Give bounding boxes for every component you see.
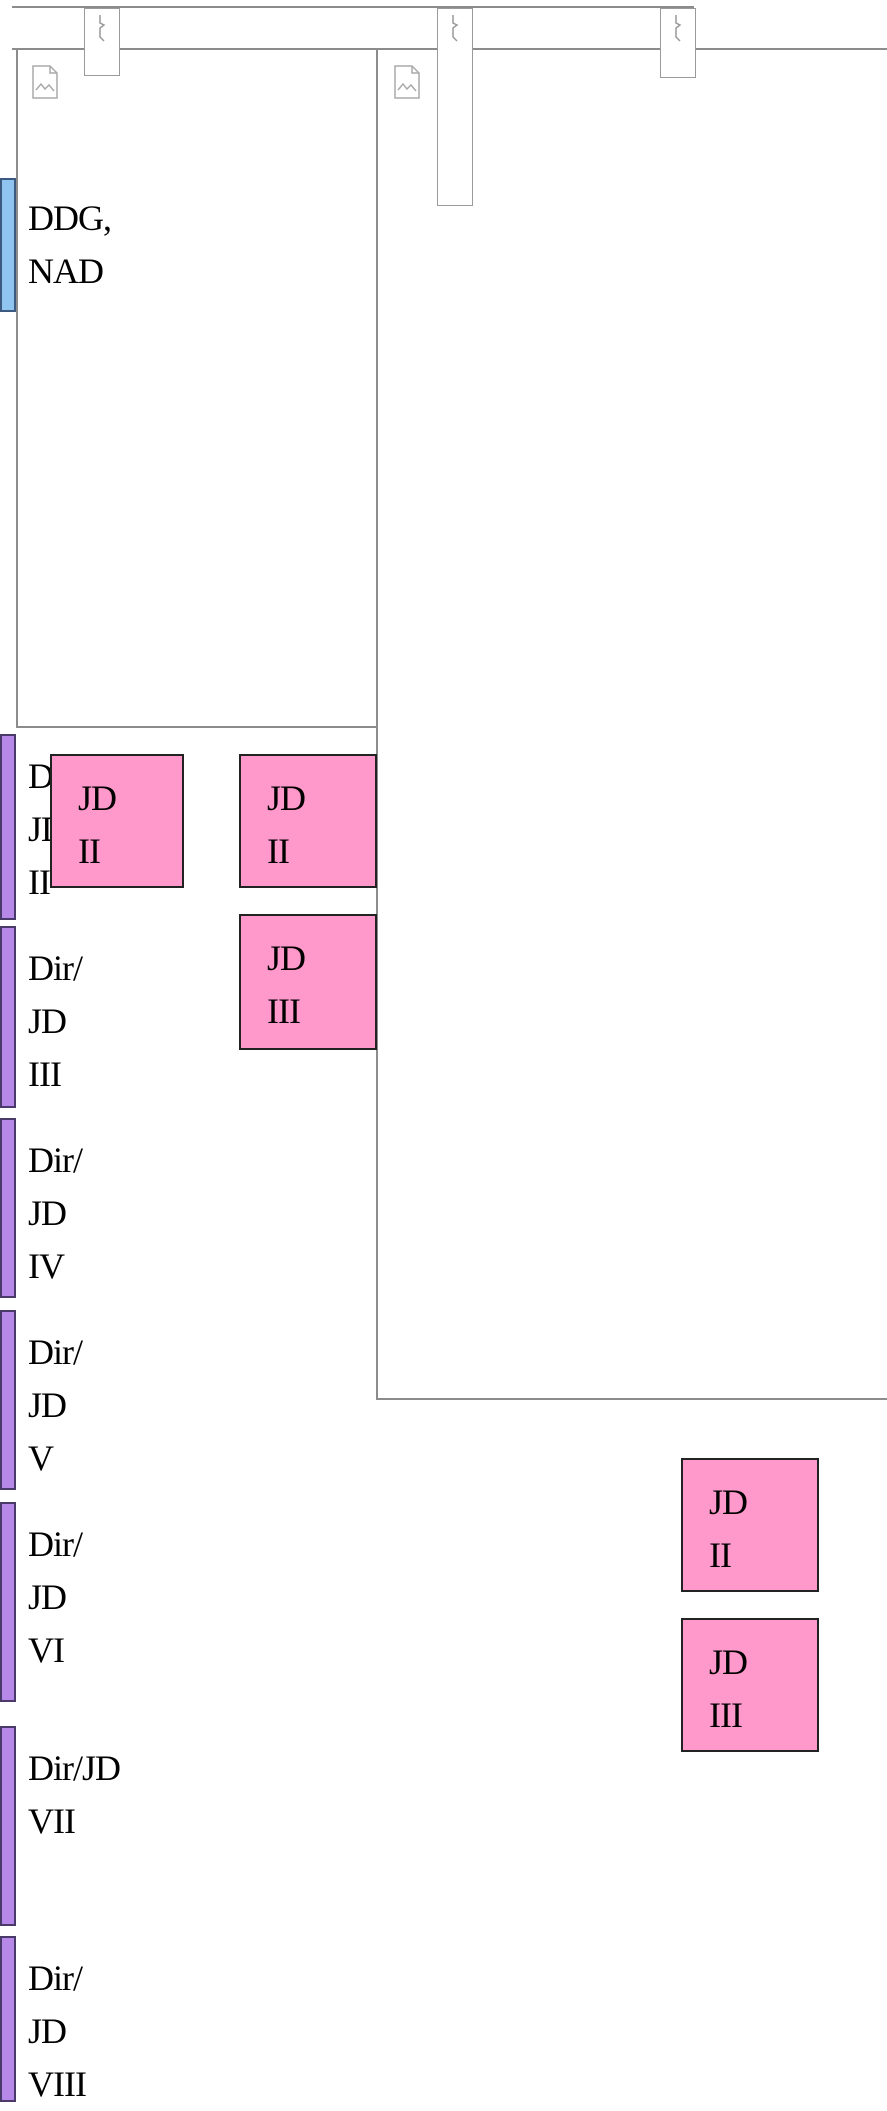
node-dir-jd-v: Dir/ JD V	[28, 1332, 83, 1478]
accent-bar-ddg	[0, 178, 16, 312]
node-dir-jd-vi: Dir/ JD VI	[28, 1524, 83, 1670]
jd-box-d[interactable]: JD II	[681, 1458, 819, 1592]
node-dir-jd-iii: Dir/ JD III	[28, 948, 83, 1094]
jd-box-b[interactable]: JD II	[239, 754, 377, 888]
tab-marker-icon	[99, 15, 106, 42]
accent-bar-dir-jd-viii	[0, 1936, 16, 2102]
left-frame	[16, 48, 378, 728]
top-tab-2	[437, 8, 473, 206]
top-connector-line	[12, 6, 694, 8]
image-placeholder-icon	[394, 65, 420, 99]
image-placeholder-icon	[32, 65, 58, 99]
tab-marker-icon	[452, 15, 459, 42]
node-dir-jd-vii: Dir/JD VII	[28, 1748, 121, 1841]
accent-bar-dir-jd-v	[0, 1310, 16, 1490]
tab-marker-icon	[675, 15, 682, 42]
accent-bar-dir-jd-iii	[0, 926, 16, 1108]
right-frame	[376, 48, 887, 1400]
accent-bar-dir-jd-iv	[0, 1118, 16, 1298]
node-ddg-nad: DDG, NAD	[28, 198, 112, 291]
top-tab-3	[660, 8, 696, 78]
jd-box-c[interactable]: JD III	[239, 914, 377, 1050]
jd-box-e[interactable]: JD III	[681, 1618, 819, 1752]
node-dir-jd-viii: Dir/ JD VIII	[28, 1958, 87, 2104]
accent-bar-dir-jd-vii	[0, 1726, 16, 1926]
accent-bar-dir-jd-vi	[0, 1502, 16, 1702]
node-dir-jd-iv: Dir/ JD IV	[28, 1140, 83, 1286]
jd-box-a[interactable]: JD II	[50, 754, 184, 888]
accent-bar-dir-jd-ii	[0, 734, 16, 920]
top-tab-1	[84, 8, 120, 76]
